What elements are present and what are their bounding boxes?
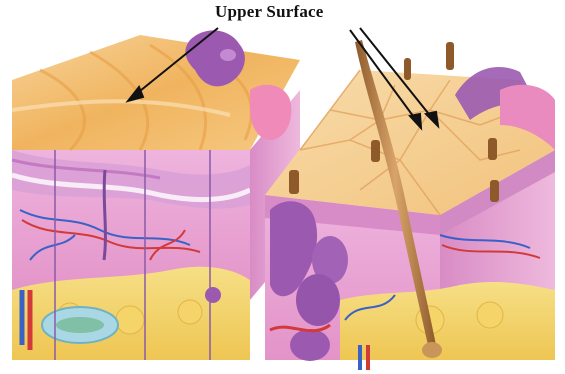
upper-surface-label: Upper Surface [215, 2, 324, 22]
skin-block-left [12, 30, 300, 360]
